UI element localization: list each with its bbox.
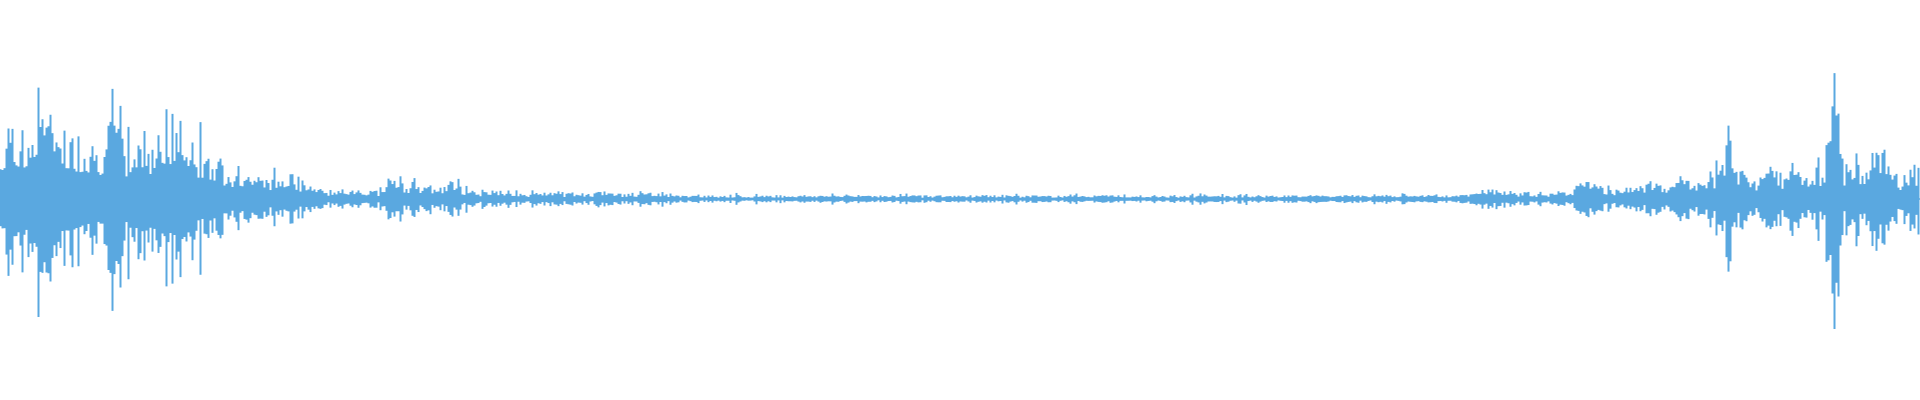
waveform-bars [0, 73, 1920, 329]
